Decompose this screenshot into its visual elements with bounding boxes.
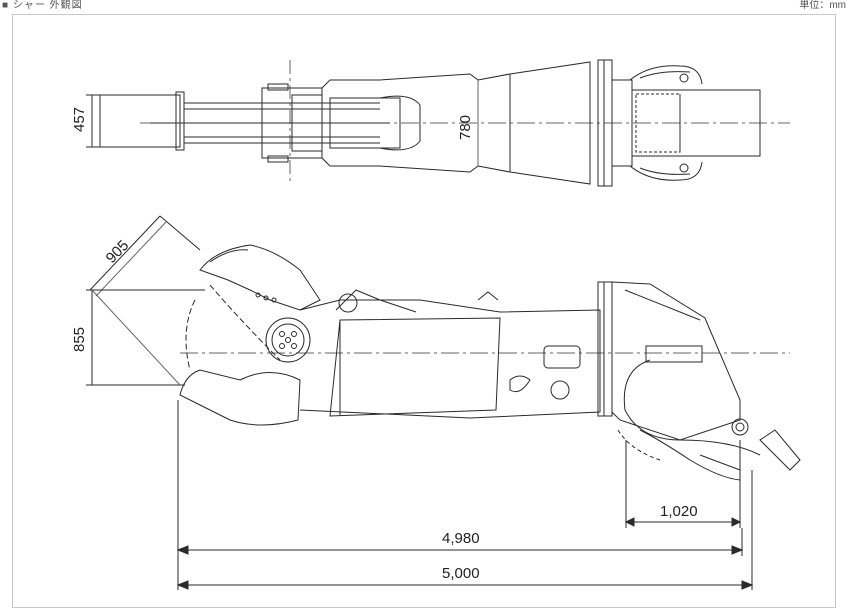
dim-457: 457 [71,107,88,132]
top-cone [477,61,591,185]
top-view [86,59,790,187]
hydraulic-hose [623,359,761,456]
dim-855: 855 [71,327,88,352]
cylinder-end [99,94,181,148]
top-head [631,89,761,157]
dim-1020: 1,020 [660,503,698,520]
pivot-pin [265,317,311,363]
head-pin [731,418,749,436]
lower-jaw [179,369,301,426]
hose-fitting-top [629,65,703,85]
side-head [611,281,741,441]
dim-780: 780 [457,115,474,140]
dim-4980: 4,980 [442,530,480,547]
header-unit: 単位：mm [799,0,846,11]
hinge-pin [550,380,570,400]
header-title: ■ シャー 外観図 [2,0,83,11]
arm-body [299,299,601,419]
upper-jaw [199,244,321,311]
page-header: ■ シャー 外観図 単位：mm [0,0,850,12]
hose-fitting-bottom [629,161,703,181]
drawing-frame [12,14,836,608]
dim-5000: 5,000 [442,565,480,582]
side-view [86,215,801,590]
